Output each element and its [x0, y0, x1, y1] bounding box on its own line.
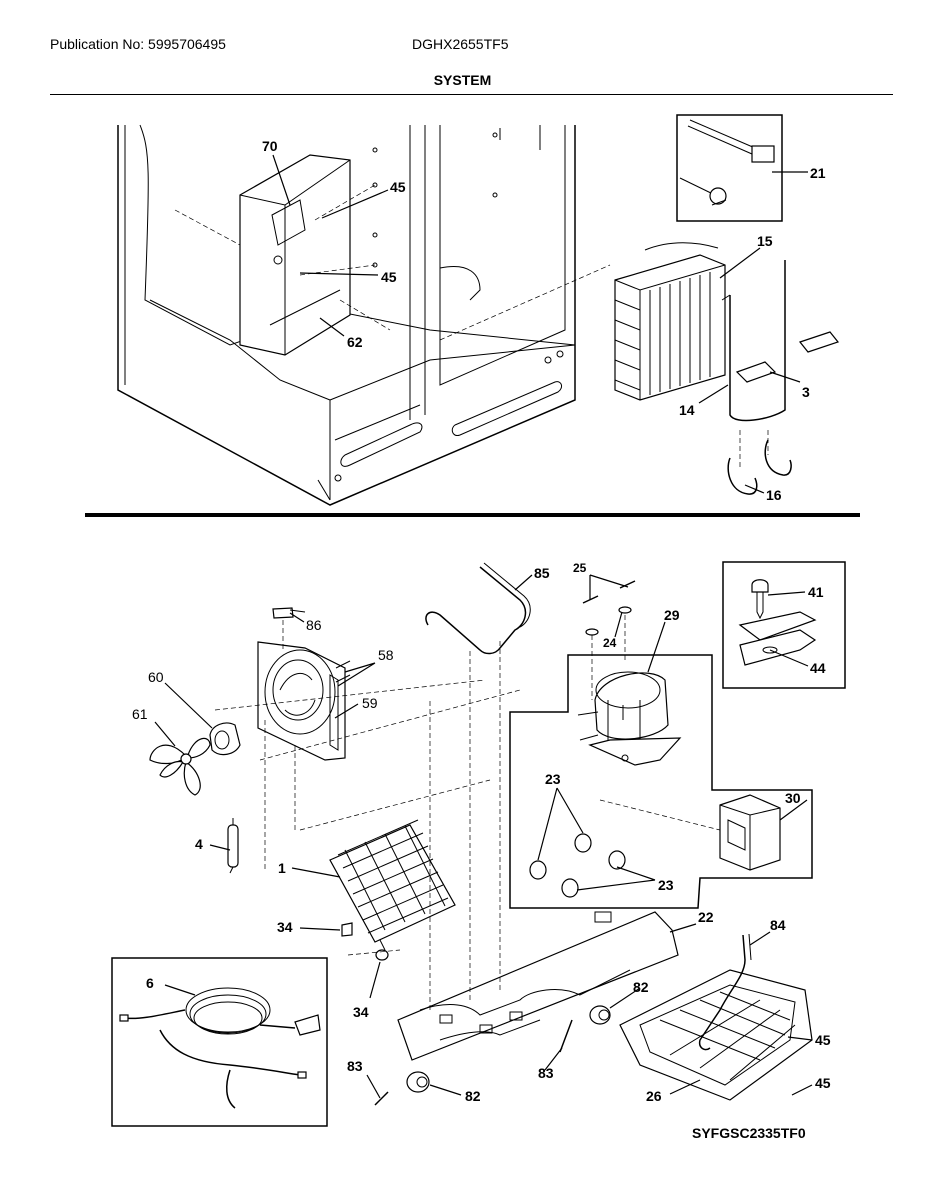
callout-82-right: 82	[633, 979, 649, 995]
tube-85	[425, 562, 531, 655]
drain-pan-26	[619, 933, 813, 1101]
parts-82-83	[374, 1005, 611, 1106]
parts-34	[341, 922, 389, 961]
drain-wire-parts	[721, 260, 840, 495]
callout-70: 70	[262, 138, 278, 154]
callout-25: 25	[573, 561, 587, 575]
callout-14: 14	[679, 402, 695, 418]
callout-41: 41	[808, 584, 824, 600]
bottom-leaders	[154, 574, 813, 1099]
refrigerator-cabinet	[117, 124, 576, 506]
callout-24: 24	[603, 636, 617, 650]
callout-30: 30	[785, 790, 801, 806]
callout-59: 59	[362, 695, 378, 711]
callout-85: 85	[534, 565, 550, 581]
callout-23-upper: 23	[545, 771, 561, 787]
callout-62: 62	[347, 334, 363, 350]
section-title: SYSTEM	[433, 72, 492, 88]
inset-box-41-44	[722, 561, 846, 689]
callout-6: 6	[146, 975, 154, 991]
parts-25-24	[582, 574, 636, 636]
callout-45-pan-lower: 45	[815, 1075, 831, 1091]
condenser-coil-15	[439, 242, 726, 401]
callout-15: 15	[757, 233, 773, 249]
callout-26: 26	[646, 1088, 662, 1104]
callout-29: 29	[664, 607, 680, 623]
bottom-dashed-guides	[214, 615, 626, 956]
fan-blade-61	[149, 737, 211, 796]
callout-83-left: 83	[347, 1058, 363, 1074]
callout-84: 84	[770, 917, 786, 933]
callout-45-pan-upper: 45	[815, 1032, 831, 1048]
callout-58: 58	[378, 647, 394, 663]
callout-23-lower: 23	[658, 877, 674, 893]
callout-22: 22	[698, 909, 714, 925]
callout-3: 3	[802, 384, 810, 400]
fan-motor-60	[209, 722, 241, 756]
diagram-code: SYFGSC2335TF0	[692, 1125, 806, 1141]
callout-45-lower: 45	[381, 269, 397, 285]
callout-34-bottom: 34	[353, 1004, 369, 1020]
inset-box-6	[111, 957, 328, 1127]
section-divider	[85, 513, 860, 517]
base-plate-22	[397, 640, 679, 1061]
inset-box-21	[676, 114, 783, 222]
fan-shroud-59	[257, 607, 351, 761]
callout-16: 16	[766, 487, 782, 503]
callout-44: 44	[810, 660, 826, 676]
callout-45-upper: 45	[390, 179, 406, 195]
evaporator-cover-62	[174, 154, 391, 356]
callout-83-right: 83	[538, 1065, 554, 1081]
top-leaders	[272, 154, 808, 494]
evaporator-coil-1	[329, 819, 456, 951]
header-rule	[50, 94, 893, 95]
callout-1: 1	[278, 860, 286, 876]
part-30	[599, 794, 781, 871]
callout-4: 4	[195, 836, 203, 852]
grommets-23	[529, 787, 656, 898]
model-number: DGHX2655TF5	[412, 36, 509, 52]
part-4	[227, 818, 239, 874]
compressor-kit-outline	[509, 654, 813, 909]
callout-61: 61	[132, 706, 148, 722]
callout-86: 86	[306, 617, 322, 633]
compressor-29	[577, 671, 682, 766]
callout-21: 21	[810, 165, 826, 181]
callout-60: 60	[148, 669, 164, 685]
publication-number: Publication No: 5995706495	[50, 36, 226, 52]
callout-82-bottom: 82	[465, 1088, 481, 1104]
callout-34-left: 34	[277, 919, 293, 935]
